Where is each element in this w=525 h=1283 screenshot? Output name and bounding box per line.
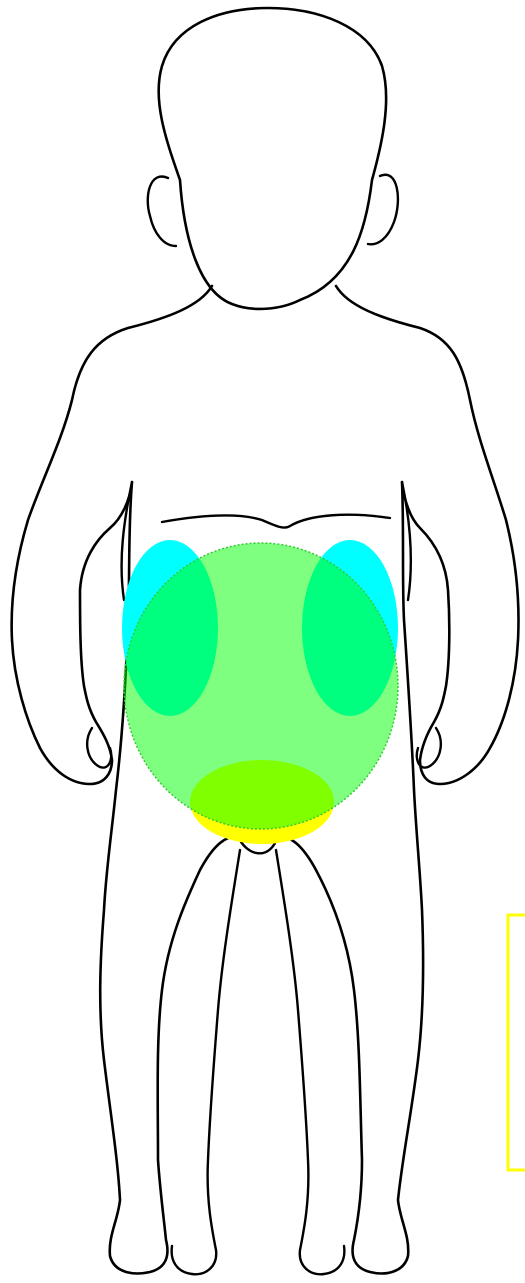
left-thumb-outline — [87, 728, 111, 768]
legend-box — [508, 915, 525, 1170]
rib-line — [162, 515, 390, 528]
lower-abdomen-region — [124, 543, 398, 829]
left-ear-outline — [148, 177, 176, 246]
highlight-regions — [122, 540, 398, 844]
inner-right-leg-outline — [276, 850, 344, 1274]
head-outline — [159, 8, 387, 309]
